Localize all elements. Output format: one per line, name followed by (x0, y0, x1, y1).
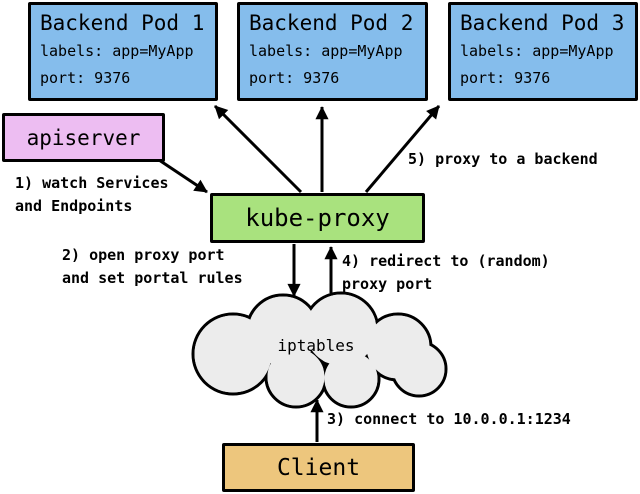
backend-pod-3-title: Backend Pod 3 (460, 11, 625, 35)
step-3-label: 3) connect to 10.0.0.1:1234 (327, 410, 571, 428)
backend-pod-1-title: Backend Pod 1 (40, 11, 205, 35)
backend-pod-3-port: port: 9376 (460, 69, 551, 87)
backend-pod-2-port: port: 9376 (249, 69, 340, 87)
backend-pod-1-box: Backend Pod 1 labels: app=MyApp port: 93… (28, 2, 218, 101)
step-2-label: 2) open proxy port and set portal rules (62, 246, 243, 287)
kube-proxy-label: kube-proxy (245, 204, 390, 232)
apiserver-label: apiserver (26, 125, 141, 150)
iptables-label: iptables (277, 336, 355, 355)
arrow-kube-proxy-to-pod-3 (364, 105, 441, 193)
backend-pod-1-port: port: 9376 (40, 69, 131, 87)
client-box: Client (222, 443, 415, 492)
backend-pod-3-labels: labels: app=MyApp (460, 42, 614, 60)
iptables-cloud (191, 291, 448, 409)
backend-pod-2-labels: labels: app=MyApp (249, 42, 403, 60)
kube-proxy-box: kube-proxy (210, 193, 425, 243)
client-label: Client (276, 454, 361, 481)
backend-pod-1-labels: labels: app=MyApp (40, 42, 194, 60)
step-5-label: 5) proxy to a backend (408, 150, 598, 168)
arrow-kube-proxy-to-pod-1 (213, 104, 303, 194)
step-1-label: 1) watch Services and Endpoints (15, 174, 169, 215)
apiserver-box: apiserver (2, 113, 165, 162)
backend-pod-3-box: Backend Pod 3 labels: app=MyApp port: 93… (448, 2, 638, 101)
backend-pod-2-title: Backend Pod 2 (249, 11, 414, 35)
backend-pod-2-box: Backend Pod 2 labels: app=MyApp port: 93… (237, 2, 428, 101)
step-4-label: 4) redirect to (random) proxy port (342, 252, 550, 293)
arrow-apiserver-to-kube-proxy (158, 158, 208, 194)
